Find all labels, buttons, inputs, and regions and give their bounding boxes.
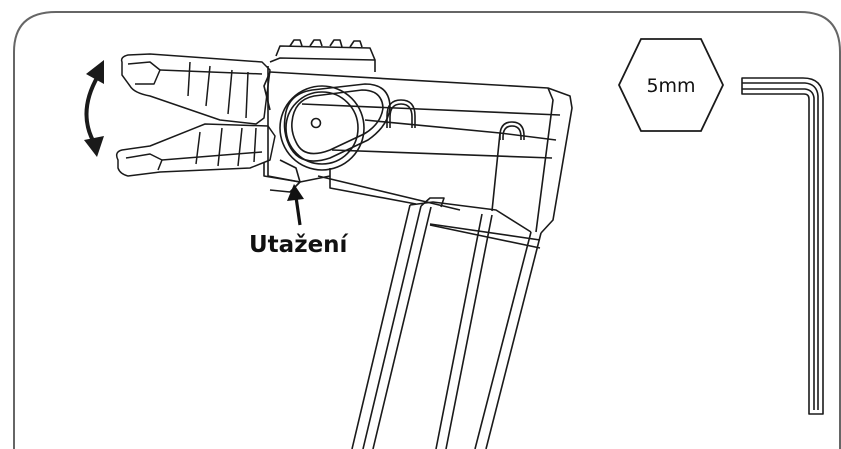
hex-key-icon xyxy=(741,77,824,415)
hex-size-label: 5mm xyxy=(646,75,695,97)
clamp-head xyxy=(263,39,391,193)
diagram-frame xyxy=(13,11,841,449)
up-arrow-icon xyxy=(287,184,304,226)
hex-size-badge xyxy=(618,38,724,132)
tighten-label: Utažení xyxy=(249,232,349,258)
upper-jaw xyxy=(120,53,271,125)
curved-double-arrow-icon xyxy=(84,60,104,157)
lower-jaw xyxy=(115,123,276,177)
tension-knob xyxy=(283,83,391,162)
stand-mast xyxy=(351,197,542,449)
